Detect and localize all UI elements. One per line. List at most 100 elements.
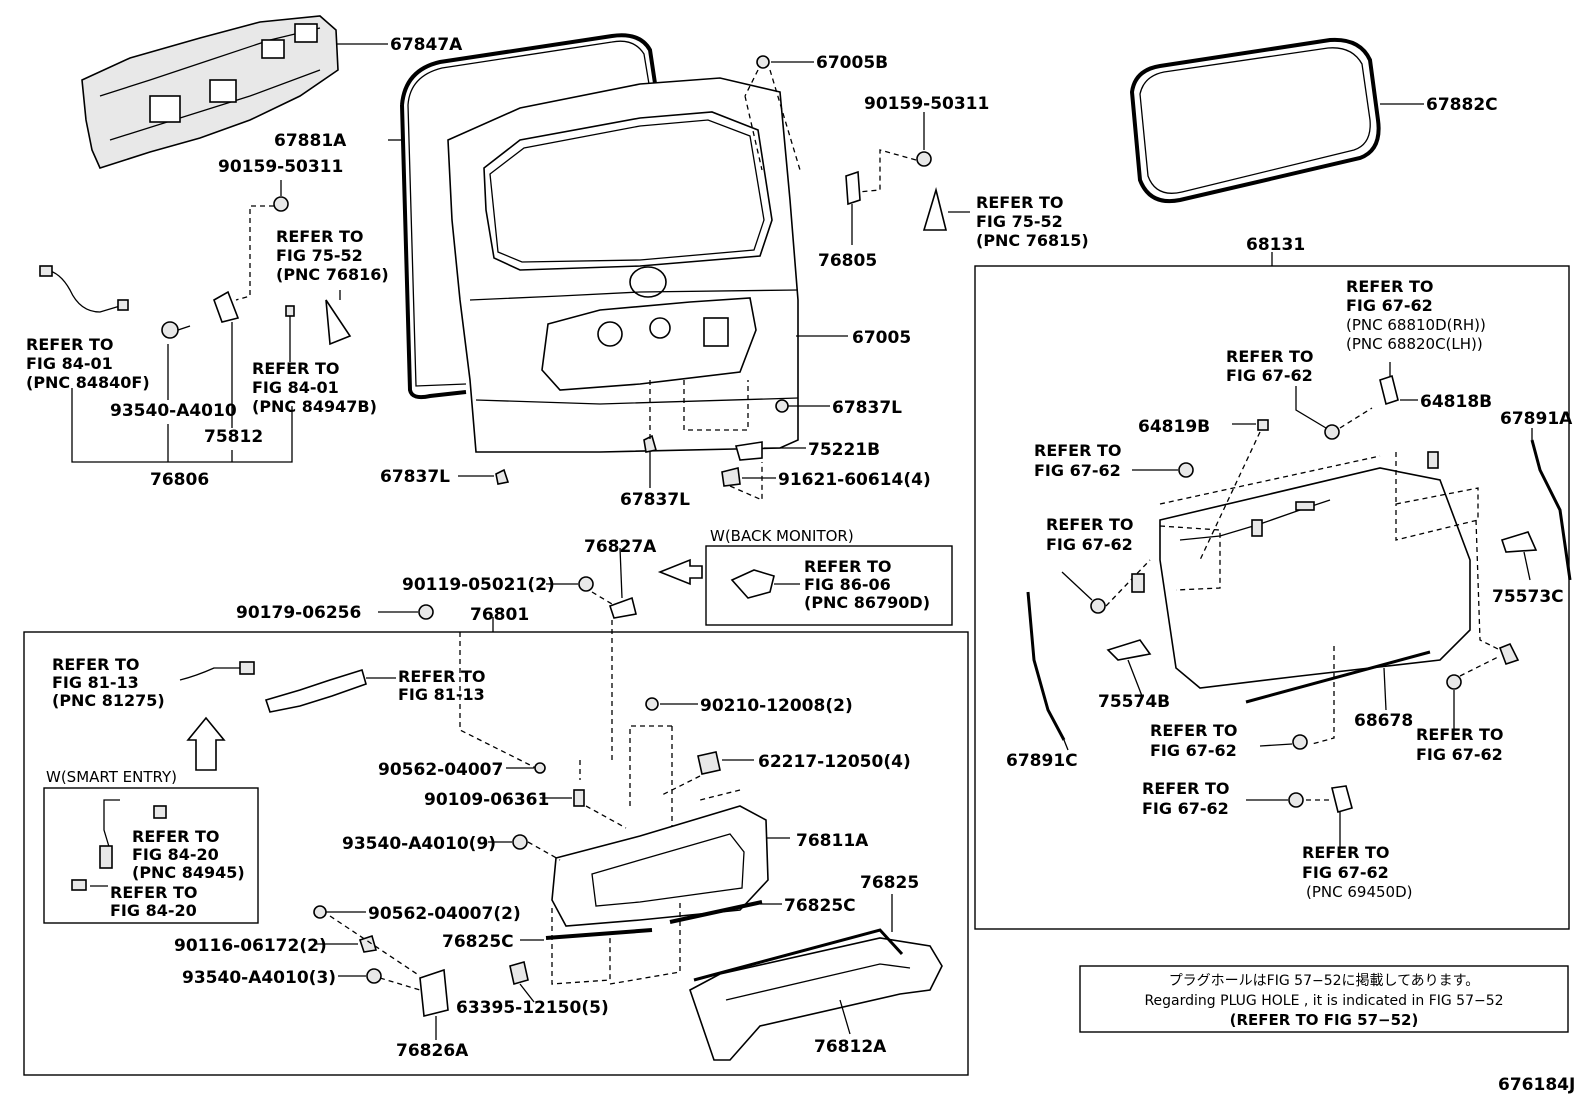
bracket-75812 — [213, 290, 240, 323]
option-back-monitor: W(BACK MONITOR) — [710, 527, 854, 545]
part-labels: 67847A 67881A 67005B 90159-50311 90159-5… — [110, 35, 1575, 1095]
bracket-76805 — [845, 170, 861, 206]
label-90179: 90179-06256 — [236, 603, 361, 623]
ref-fig67-62-b: REFER TO FIG 67-62 — [1034, 441, 1127, 480]
label-93540-a4010: 93540-A4010 — [110, 401, 237, 421]
label-90562-2: 90562-04007(2) — [368, 904, 521, 924]
camera-86790d — [730, 569, 775, 599]
note-en: Regarding PLUG HOLE , it is indicated in… — [1144, 993, 1503, 1009]
ref-fig81-13: REFER TO FIG 81-13 — [398, 667, 491, 704]
note-ref: (REFER TO FIG 57−52) — [1230, 1011, 1419, 1029]
molding-67891a — [1530, 439, 1572, 581]
molding-67891c — [1026, 591, 1066, 741]
label-76805: 76805 — [818, 251, 877, 271]
label-62217: 62217-12050(4) — [758, 752, 911, 772]
molding-68678 — [1245, 650, 1431, 704]
label-67005: 67005 — [852, 328, 911, 348]
ref-fig67-62-69450d: REFER TO FIG 67-62 (PNC 69450D) — [1302, 843, 1412, 901]
wire-84840f — [45, 269, 121, 313]
label-63395: 63395-12150(5) — [456, 998, 609, 1018]
label-90562-04007: 90562-04007 — [378, 760, 503, 780]
ref-fig75-52-76815: REFER TO FIG 75-52 (PNC 76815) — [976, 193, 1089, 250]
diagram-id: 676184J — [1498, 1075, 1575, 1095]
ref-fig81-13-81275: REFER TO FIG 81-13 (PNC 81275) — [52, 655, 165, 710]
option-smart-entry: W(SMART ENTRY) — [46, 768, 177, 786]
label-90116: 90116-06172(2) — [174, 936, 327, 956]
cover-76816 — [325, 299, 352, 346]
note-box — [1079, 965, 1569, 1033]
stopper-67005b — [756, 55, 770, 69]
label-76825c-right: 76825C — [784, 896, 856, 916]
label-75573c: 75573C — [1492, 587, 1564, 607]
glass-68131-drawing — [1159, 452, 1479, 689]
label-67837l-left: 67837L — [380, 467, 450, 487]
wire-81275 — [179, 667, 240, 681]
spoiler-76812a-drawing — [689, 894, 943, 1061]
leader-76806 — [71, 322, 293, 463]
label-76811a: 76811A — [796, 831, 869, 851]
handle-81-13 — [264, 668, 367, 713]
clip-93540-a4010 — [161, 321, 179, 339]
label-90159-50311-left: 90159-50311 — [218, 157, 343, 177]
label-67837l-right: 67837L — [832, 398, 902, 418]
ref-fig67-62-d: REFER TO FIG 67-62 — [1150, 721, 1243, 760]
label-76806: 76806 — [150, 470, 209, 490]
label-67882c: 67882C — [1426, 95, 1498, 115]
ref-fig84-01-84840f: REFER TO FIG 84-01 (PNC 84840F) — [26, 335, 150, 392]
label-90109: 90109-06361 — [424, 790, 549, 810]
bracket-76827a — [608, 596, 637, 619]
label-76827a: 76827A — [584, 537, 657, 557]
label-90210: 90210-12008(2) — [700, 696, 853, 716]
label-93540-3: 93540-A4010(3) — [182, 968, 336, 988]
sensor-84947b — [285, 305, 295, 317]
cover-67847a-drawing — [81, 15, 339, 169]
label-91621: 91621-60614(4) — [778, 470, 931, 490]
label-67847a: 67847A — [390, 35, 463, 55]
ref-fig67-62-a: REFER TO FIG 67-62 — [1226, 347, 1319, 385]
label-68678: 68678 — [1354, 711, 1413, 731]
label-76826a: 76826A — [396, 1041, 469, 1061]
bracket-75221b — [734, 441, 763, 461]
arrow-left — [657, 558, 703, 586]
label-68131: 68131 — [1246, 235, 1305, 255]
bolt-90159-50311-left — [273, 196, 289, 212]
note-jp: プラグホールはFIG 57−52に掲載してあります。 — [1169, 973, 1480, 989]
ref-fig67-62-c: REFER TO FIG 67-62 — [1046, 515, 1139, 554]
cover-76815 — [922, 186, 948, 231]
ref-fig84-01-84947b: REFER TO FIG 84-01 (PNC 84947B) — [252, 359, 377, 416]
label-67005b: 67005B — [816, 53, 888, 73]
label-67881a: 67881A — [274, 131, 347, 151]
back-door-67005-drawing — [447, 77, 799, 453]
weatherstrip-67881a-drawing — [400, 33, 658, 400]
molding-76825c-right — [669, 900, 763, 924]
garnish-75574b — [1106, 639, 1152, 661]
molding-76825c-left — [545, 928, 653, 940]
hinge-68810d — [1379, 374, 1399, 406]
label-75812: 75812 — [204, 427, 263, 447]
label-75221b: 75221B — [808, 440, 880, 460]
label-90159-50311-right: 90159-50311 — [864, 94, 989, 114]
ref-fig75-52-76816: REFER TO FIG 75-52 (PNC 76816) — [276, 227, 389, 284]
wire-84945 — [103, 799, 120, 851]
bolt-91621 — [721, 467, 741, 487]
weatherstrip-67882c-drawing — [1129, 37, 1381, 203]
label-76825: 76825 — [860, 873, 919, 893]
label-67837l-bottom: 67837L — [620, 490, 690, 510]
frame-back-monitor — [705, 545, 953, 626]
frame-smart-entry — [43, 787, 259, 924]
clip-64819b — [1257, 419, 1269, 431]
label-64819b: 64819B — [1138, 417, 1210, 437]
garnish-76811a-drawing — [551, 805, 790, 927]
label-76801: 76801 — [470, 605, 529, 625]
bolt-90159-50311-right — [916, 151, 932, 167]
bracket-69450d — [1331, 785, 1353, 813]
ref-fig67-62-hinge: REFER TO FIG 67-62 (PNC 68810D(RH)) (PNC… — [1346, 277, 1491, 353]
label-76825c-left: 76825C — [442, 932, 514, 952]
label-64818b: 64818B — [1420, 392, 1492, 412]
label-90119: 90119-05021(2) — [402, 575, 555, 595]
ref-fig86-06: REFER TO FIG 86-06 (PNC 86790D) — [804, 557, 930, 612]
ref-fig84-20: REFER TO FIG 84-20 — [110, 883, 203, 920]
label-93540-9: 93540-A4010(9) — [342, 834, 496, 854]
